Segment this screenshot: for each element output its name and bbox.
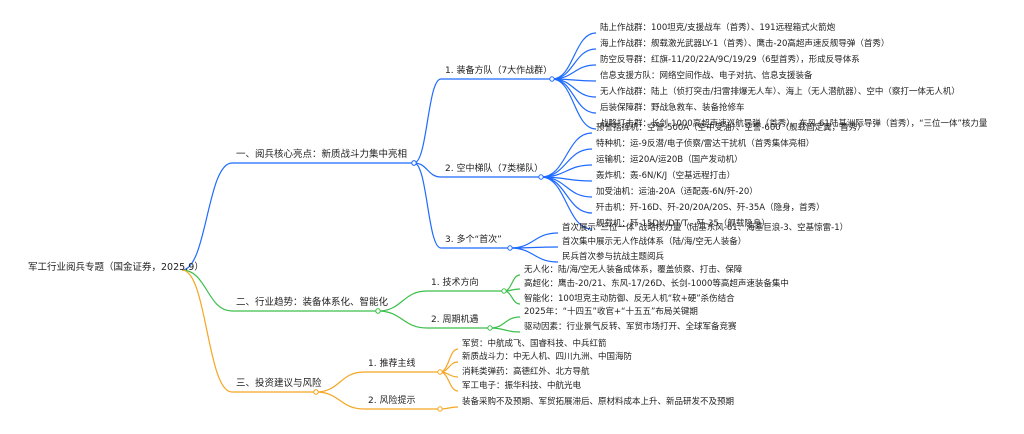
detail-node[interactable]: 首次展示“三位一体”战略核力量（陆基东风-61、海基巨浪-3、空基惊雷-1） (562, 222, 848, 233)
edge-branch-topic (413, 162, 442, 178)
detail-node[interactable]: 加受油机：运油-20A（适配轰-6N/歼-20） (596, 186, 758, 197)
detail-node[interactable]: 防空反导群：红旗-11/20/22A/9C/19/29（6型首秀），形成反导体系 (600, 54, 860, 65)
detail-node[interactable]: 首次集中展示无人作战体系（陆/海/空无人装备） (562, 236, 746, 247)
mindmap-nodes: 军工行业阅兵专题（国金证券，2025.9） 一、阅兵核心亮点：新质战斗力集中亮相 1… (28, 22, 988, 407)
detail-node[interactable]: 军工电子：振华科技、中航光电 (462, 380, 582, 391)
edge-topic-item (439, 406, 459, 410)
detail-node[interactable]: 无人化：陆/海/空无人装备成体系，覆盖侦察、打击、保障 (524, 264, 743, 275)
detail-node[interactable]: 歼击机：歼-16D、歼-20/20A/20S、歼-35A（隐身，首秀） (596, 202, 825, 213)
detail-node[interactable]: 特种机：运-9反潜/电子侦察/雷达干扰机（首秀集体亮相） (596, 138, 814, 149)
detail-node[interactable]: 智能化：100坦克主动防御、反无人机“软+硬”杀伤结合 (524, 293, 735, 304)
edge-topic-item (540, 176, 593, 214)
detail-node[interactable]: 2025年：“十四五”收官+“十五五”布局关键期 (524, 306, 698, 317)
topic-connector-dot (538, 174, 544, 180)
edge-topic-item (551, 78, 597, 130)
edge-topic-item (509, 247, 559, 263)
detail-node[interactable]: 驱动因素：行业景气反转、军贸市场打开、全球军备竞赛 (524, 321, 737, 332)
edge-topic-item (509, 232, 559, 249)
detail-node[interactable]: 新质战斗力：中无人机、四川九洲、中国海防 (462, 351, 633, 362)
branch-connector-dot (375, 308, 381, 314)
detail-node[interactable]: 民兵首次参与抗战主题阅兵 (562, 251, 665, 262)
topic-connector-dot (487, 325, 493, 331)
topic-node[interactable]: 2. 周期机遇 (431, 313, 478, 325)
edge-branch-topic (315, 371, 365, 393)
edge-topic-item (489, 327, 521, 333)
topic-connector-dot (549, 76, 555, 82)
edge-branch-topic (413, 162, 442, 249)
detail-node[interactable]: 运输机：运20A/运20B（国产发动机） (596, 154, 743, 165)
topic-node[interactable]: 1. 装备方队（7大作战群） (445, 64, 552, 76)
detail-node[interactable]: 无人作战群：陆上（侦打突击/扫雷排爆无人车）、海上（无人潜航器）、空中（察打一体… (600, 86, 960, 97)
detail-node[interactable]: 陆上作战群：100坦克/支援战车（首秀）、191远程箱式火箭炮 (600, 22, 836, 33)
detail-node[interactable]: 预警指挥机：空警-500A（空中受油）、空警-600（舰载固定翼，首秀） (596, 122, 866, 133)
edge-branch-topic (413, 78, 442, 164)
branch-node[interactable]: 二、行业趋势：装备体系化、智能化 (236, 296, 389, 308)
edge-topic-item (503, 290, 521, 305)
edge-branch-topic (377, 290, 428, 312)
edge-branch-topic (377, 310, 428, 329)
detail-node[interactable]: 消耗类弹药：高德红外、北方导航 (462, 366, 590, 377)
topic-connector-dot (507, 245, 513, 251)
detail-node[interactable]: 军贸：中航成飞、国睿科技、中兵红箭 (462, 338, 607, 349)
detail-node[interactable]: 海上作战群：舰载激光武器LY-1（首秀）、鹰击-20高超声速反舰导弹（首秀） (600, 38, 889, 49)
topic-connector-dot (437, 369, 443, 375)
edge-topic-item (540, 148, 593, 178)
topic-node[interactable]: 1. 技术方向 (431, 276, 478, 288)
edge-topic-item (439, 348, 459, 373)
detail-node[interactable]: 装备采购不及预期、军贸拓展滞后、原材料成本上升、新品研发不及预期 (462, 396, 734, 407)
topic-node[interactable]: 2. 空中梯队（7类梯队） (445, 162, 543, 174)
topic-node[interactable]: 2. 风险提示 (368, 394, 415, 406)
edge-root-branch (181, 269, 233, 312)
edge-root-branch (181, 162, 233, 271)
edge-topic-item (540, 176, 593, 230)
mindmap-edges (181, 32, 597, 412)
branch-node[interactable]: 三、投资建议与风险 (236, 377, 322, 389)
branch-connector-dot (313, 389, 319, 395)
topic-connector-dot (501, 288, 507, 294)
detail-node[interactable]: 高超化：鹰击-20/21、东风-17/26D、长剑-1000等高超声速装备集中 (524, 278, 789, 289)
detail-node[interactable]: 后装保障群：野战急救车、装备抢修车 (600, 102, 745, 113)
edge-topic-item (551, 78, 597, 98)
edge-root-branch (181, 269, 233, 393)
edge-branch-topic (315, 391, 365, 410)
topic-node[interactable]: 3. 多个“首次” (445, 233, 502, 245)
detail-node[interactable]: 战略打击群：长剑-1000高超声速巡航导弹（首秀）、东风-61陆基洲际导弹（首秀… (600, 118, 988, 129)
topic-connector-dot (437, 406, 443, 412)
branch-node[interactable]: 一、阅兵核心亮点：新质战斗力集中亮相 (236, 148, 407, 160)
edge-topic-item (551, 48, 597, 80)
detail-node[interactable]: 舰载机：歼-15DH/DT/T、歼-35（舰载隐身） (596, 218, 770, 229)
edge-topic-item (489, 316, 521, 329)
detail-node[interactable]: 轰炸机：轰-6N/K/J（空基远程打击） (596, 170, 735, 181)
topic-node[interactable]: 1. 推荐主线 (368, 357, 415, 369)
detail-node[interactable]: 信息支援方队：网络空间作战、电子对抗、信息支援装备 (600, 70, 813, 81)
root-node[interactable]: 军工行业阅兵专题（国金证券，2025.9） (28, 261, 204, 273)
branch-connector-dot (411, 160, 417, 166)
